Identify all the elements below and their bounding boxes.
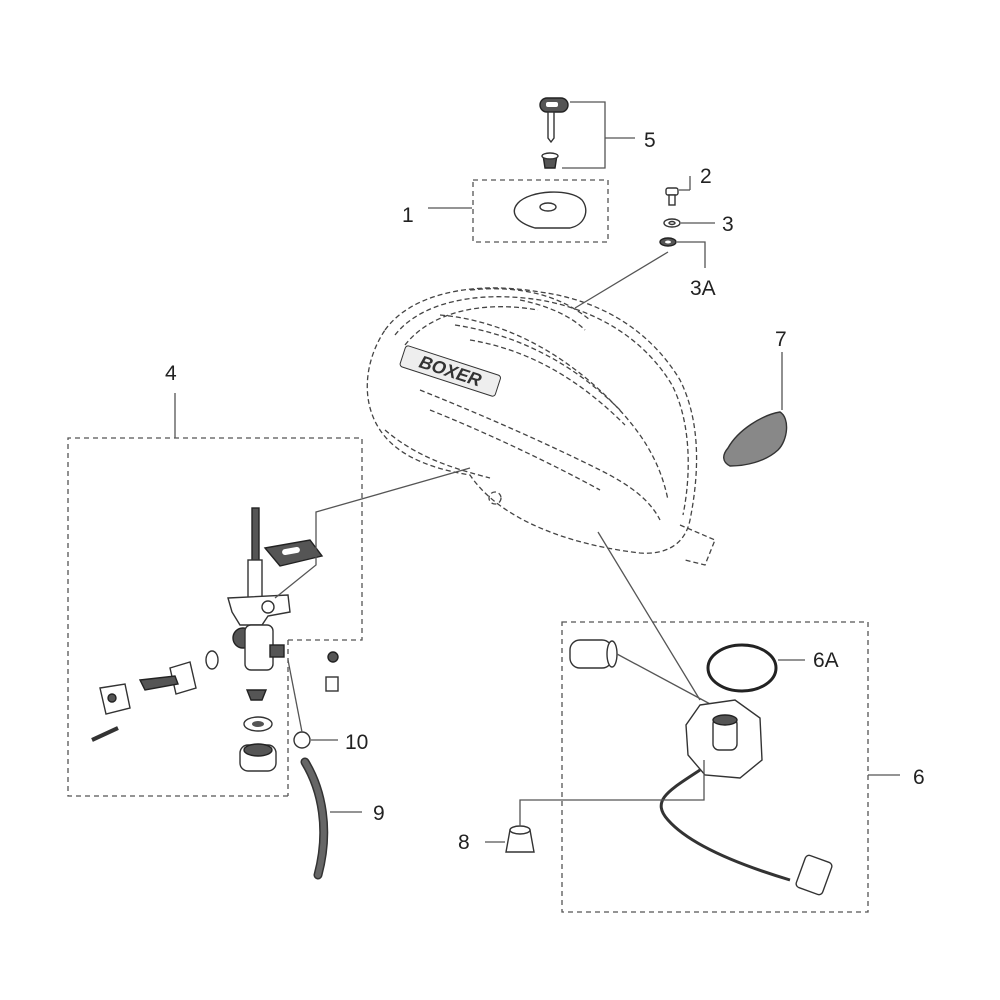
callout-7: 7 bbox=[775, 328, 787, 351]
callout-2: 2 bbox=[700, 165, 712, 188]
callout-3: 3 bbox=[722, 213, 734, 236]
callout-8: 8 bbox=[458, 831, 470, 854]
callout-6: 6 bbox=[913, 766, 925, 789]
part-10-clip bbox=[287, 659, 338, 749]
fuel-tank: BOXER bbox=[366, 287, 716, 566]
part-7-rubber-pad bbox=[723, 352, 788, 467]
part-4-fuel-valve-assembly bbox=[67, 393, 471, 797]
callout-3a: 3A bbox=[690, 277, 716, 300]
callout-4: 4 bbox=[165, 362, 177, 385]
part-6-fuel-level-sensor bbox=[561, 531, 900, 913]
callout-5: 5 bbox=[644, 129, 656, 152]
callout-6a: 6A bbox=[813, 649, 839, 672]
part-9-fuel-hose bbox=[300, 757, 362, 880]
part-5-key-lock bbox=[539, 97, 635, 169]
callout-9: 9 bbox=[373, 802, 385, 825]
boxer-emblem: BOXER bbox=[399, 345, 501, 397]
part-3a-washer bbox=[574, 237, 706, 309]
part-2-bolt bbox=[665, 176, 691, 206]
brand-text: BOXER bbox=[417, 352, 484, 391]
part-3-washer bbox=[663, 218, 715, 228]
callout-1: 1 bbox=[402, 204, 414, 227]
part-8-grommet bbox=[485, 760, 705, 853]
callout-10: 10 bbox=[345, 731, 368, 754]
part-1-cap-panel bbox=[428, 179, 609, 243]
